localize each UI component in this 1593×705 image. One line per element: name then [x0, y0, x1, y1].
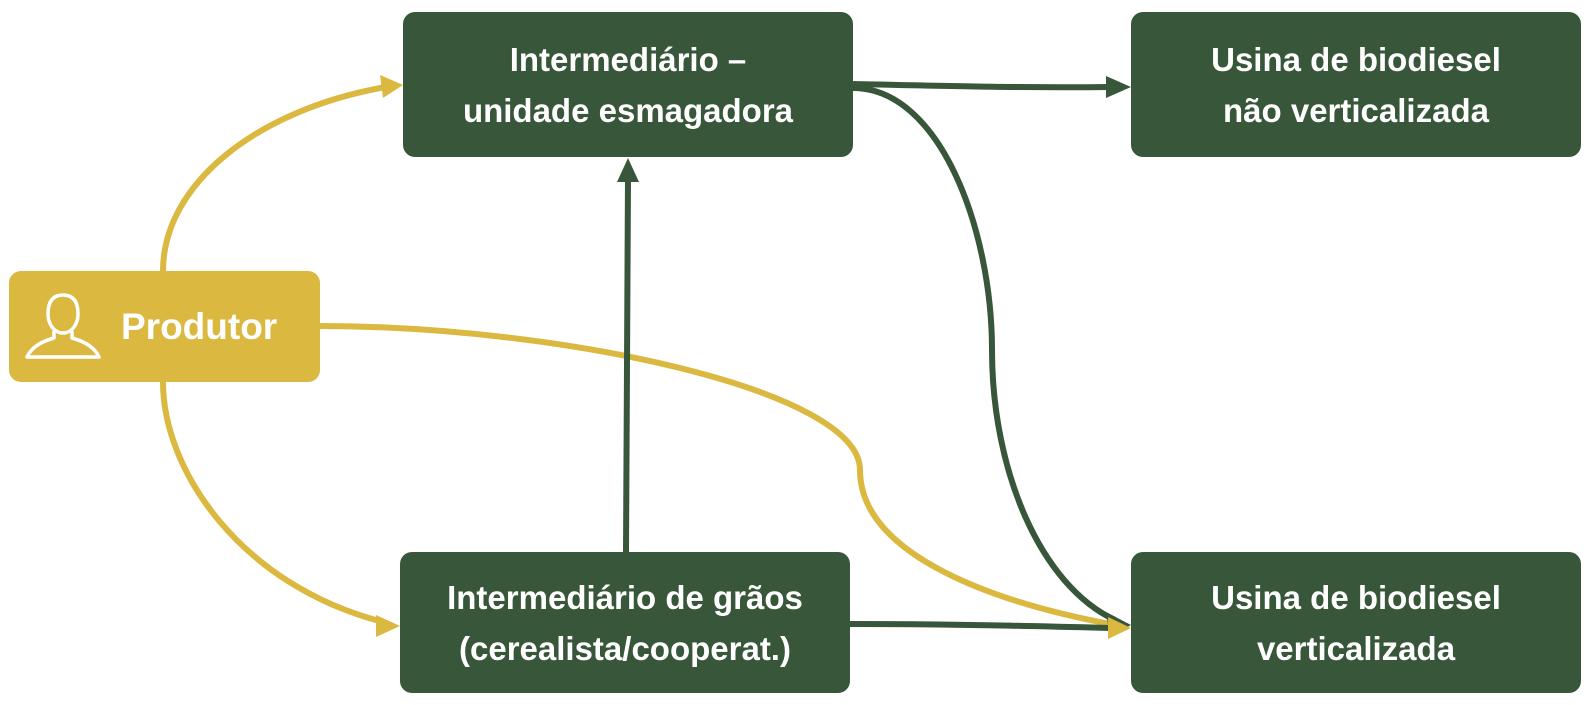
node-usina-verticalizada: Usina de biodiesel verticalizada — [1131, 552, 1581, 693]
graos-line1: Intermediário de grãos — [447, 578, 803, 616]
node-intermediario-esmagadora: Intermediário – unidade esmagadora — [403, 12, 853, 157]
produtor-label: Produtor — [121, 306, 278, 347]
arrowhead-esmagadora-from-produtor — [380, 75, 403, 98]
edge-produtor-to-graos — [160, 381, 384, 625]
node-produtor: Produtor — [9, 271, 320, 382]
arrowhead-nao-vert — [1106, 76, 1131, 98]
node-text: Usina de biodiesel não verticalizada — [1211, 34, 1501, 136]
node-text: Usina de biodiesel verticalizada — [1211, 572, 1501, 674]
node-intermediario-graos: Intermediário de grãos (cerealista/coope… — [400, 552, 850, 693]
arrowhead-graos-from-produtor — [376, 615, 400, 637]
node-text: Intermediário de grãos (cerealista/coope… — [447, 572, 803, 674]
edge-esmagadora-to-nao-vert — [852, 81, 1111, 91]
edge-produtor-to-esmagadora — [160, 84, 387, 272]
esmagadora-line1: Intermediário – — [509, 40, 747, 78]
edge-graos-to-vert — [849, 621, 1111, 631]
vert-line2: verticalizada — [1256, 629, 1456, 667]
graos-line2: (cerealista/cooperat.) — [459, 629, 791, 667]
node-usina-nao-verticalizada: Usina de biodiesel não verticalizada — [1131, 12, 1581, 157]
nao-vert-line1: Usina de biodiesel — [1211, 40, 1501, 78]
arrowhead-vert-gold — [1108, 617, 1131, 639]
arrowhead-esmagadora-from-graos — [617, 158, 639, 182]
vert-line1: Usina de biodiesel — [1211, 578, 1501, 616]
esmagadora-line2: unidade esmagadora — [462, 91, 794, 129]
edge-produtor-to-vert — [319, 323, 1116, 628]
edge-esmagadora-to-vert — [852, 85, 1117, 623]
edge-graos-to-esmagadora — [623, 177, 631, 553]
nao-vert-line2: não verticalizada — [1223, 91, 1489, 129]
person-icon — [25, 292, 101, 359]
node-text: Intermediário – unidade esmagadora — [463, 34, 793, 136]
